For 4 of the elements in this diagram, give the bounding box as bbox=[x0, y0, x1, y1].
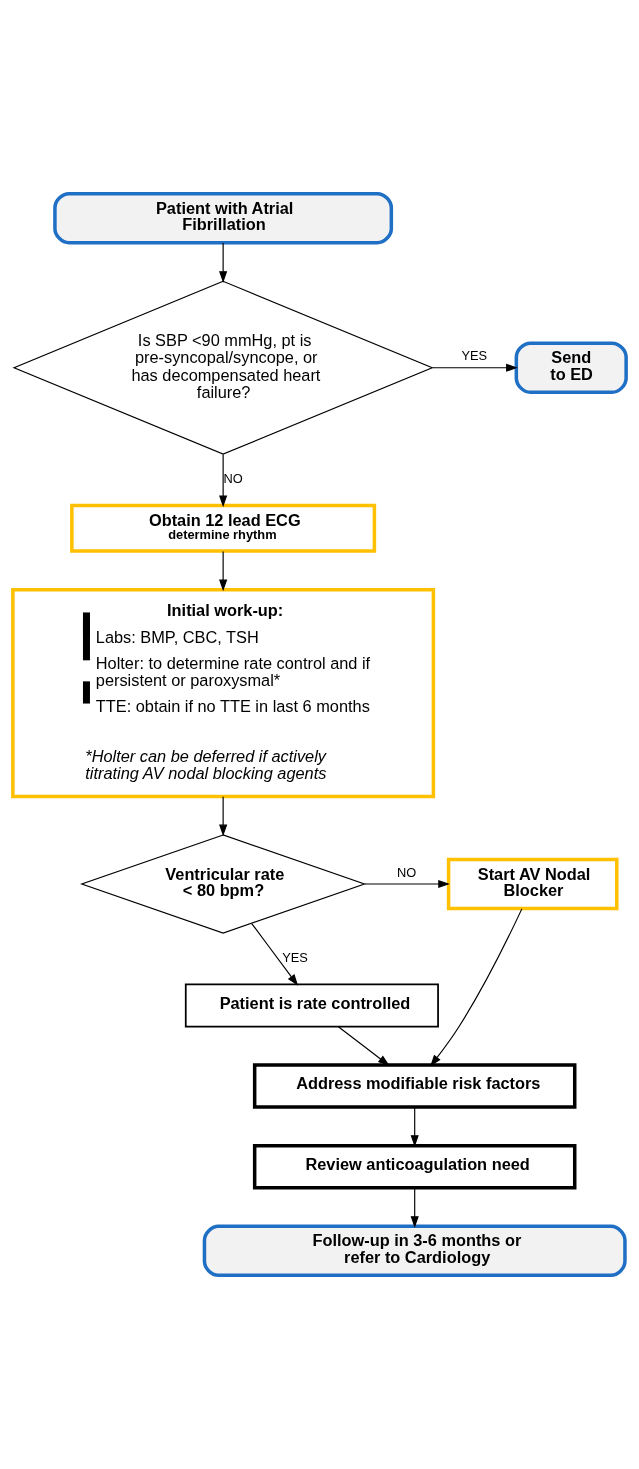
edge-label: YES bbox=[461, 348, 488, 364]
edge-label: NO bbox=[396, 864, 417, 880]
edge-label: NO bbox=[223, 471, 243, 487]
edge-label: YES bbox=[282, 950, 308, 966]
